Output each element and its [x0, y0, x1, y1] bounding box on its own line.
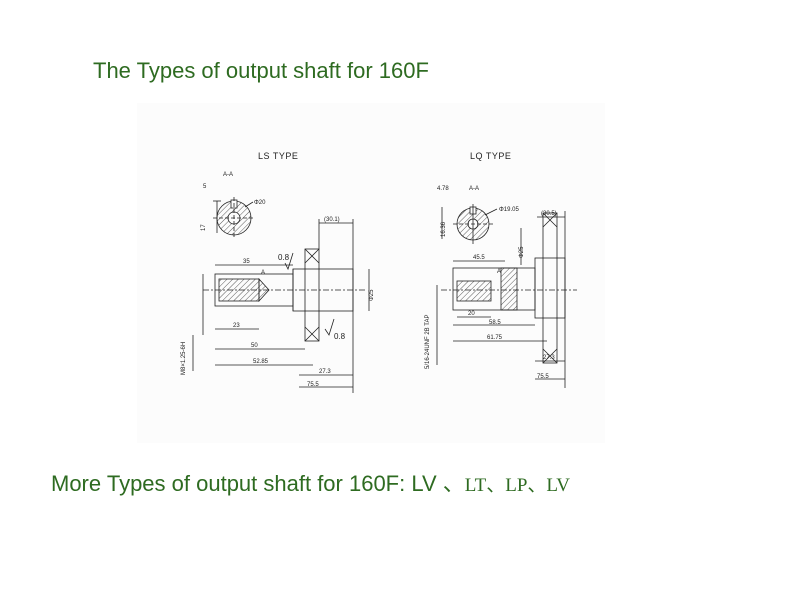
lq-len-61: 61.75 [487, 335, 503, 341]
ls-len-75: 75.5 [307, 382, 319, 388]
more-types-text: More Types of output shaft for 160F: LV … [51, 466, 570, 498]
lq-len-75: 75.5 [537, 374, 549, 380]
lq-len-27: 27.3 [543, 355, 555, 361]
ls-len-23: 23 [233, 323, 240, 329]
ls-thread: M8×1.25-6H [181, 342, 187, 375]
ls-roughness-bottom: 0.8 [334, 332, 346, 341]
lq-section-label: A-A [469, 186, 479, 192]
drawing-panel [137, 103, 605, 443]
page-title: The Types of output shaft for 160F [93, 58, 429, 83]
lq-od: Φ25 [519, 246, 525, 258]
ls-type-drawing: LS TYPE A-A 5 17 Φ20 [181, 151, 375, 393]
ls-len-50: 50 [251, 343, 258, 349]
ls-section-label: A-A [223, 172, 233, 178]
ls-shaft-body [203, 219, 367, 393]
ls-section-view: 5 17 Φ20 [201, 184, 266, 239]
lq-type-label: LQ TYPE [470, 151, 511, 161]
ls-len-35: 35 [243, 259, 250, 265]
lq-len-45: 45.5 [473, 255, 485, 261]
more-types-prefix: More Types of output shaft for 160F: LV … [51, 471, 465, 496]
ls-shaft-dia: Φ20 [254, 200, 266, 206]
more-types-suffix: LT、LP、LV [464, 475, 570, 496]
lq-shaft-dia: Φ19.05 [499, 207, 519, 213]
lq-thread: 5/16-24UNF 2B TAP [425, 315, 431, 369]
lq-len-58: 58.5 [489, 320, 501, 326]
ls-keyway-width: 5 [203, 184, 207, 190]
ls-flange-len: (30.1) [324, 217, 340, 223]
lq-a-mark: A [497, 269, 501, 275]
lq-shaft-body [441, 211, 577, 388]
lq-type-drawing: LQ TYPE A-A 4.78 16.36 Φ19.05 [425, 151, 577, 388]
lq-flange-len: (30.5) [541, 211, 557, 217]
ls-od: Φ25 [369, 289, 375, 301]
ls-len-52: 52.85 [253, 359, 269, 365]
lq-keyway-height: 16.36 [441, 221, 447, 237]
ls-dimensions: (30.1) 0.8 0.8 35 A 23 50 52.85 27.3 75.… [181, 217, 375, 388]
lq-keyway-width: 4.78 [437, 186, 449, 192]
ls-keyway-height: 17 [201, 224, 207, 231]
technical-drawing: LS TYPE A-A 5 17 Φ20 [181, 151, 577, 393]
lq-dimensions: (30.5) 45.5 A 20 58.5 61.75 27.3 75.5 Φ2… [425, 211, 565, 380]
ls-roughness-top: 0.8 [278, 253, 290, 262]
ls-a-mark: A [261, 270, 265, 276]
ls-type-label: LS TYPE [258, 151, 298, 161]
lq-section-view: 4.78 16.36 Φ19.05 [437, 186, 519, 244]
lq-len-20: 20 [468, 311, 475, 317]
ls-len-27: 27.3 [319, 369, 331, 375]
